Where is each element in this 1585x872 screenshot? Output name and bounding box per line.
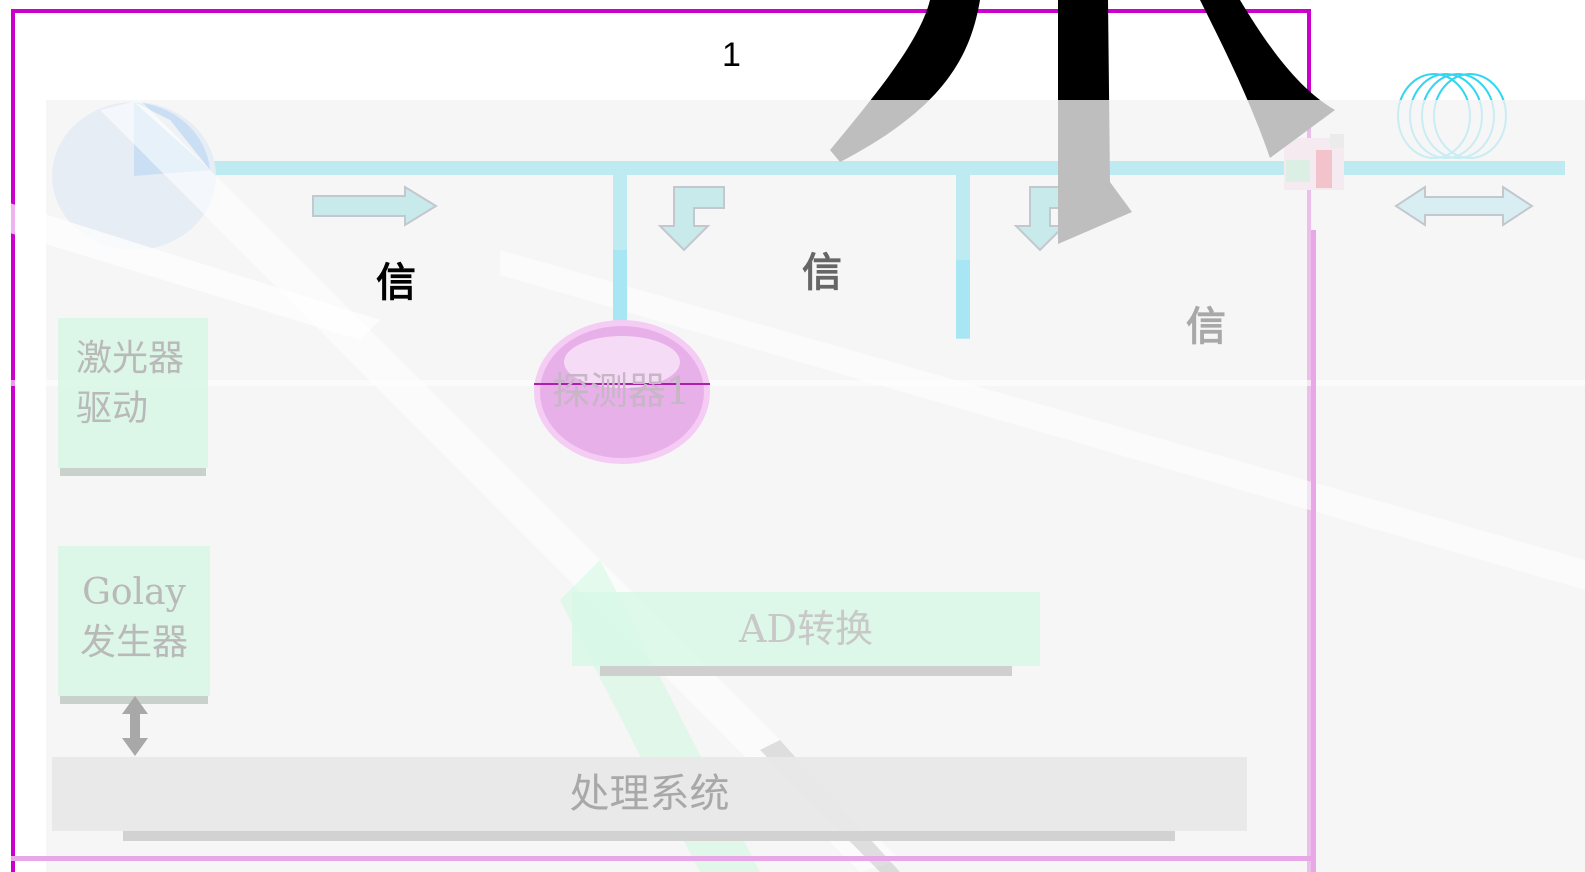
laser-driver-label-line1: 激光器 xyxy=(76,338,185,379)
golay-generator-box: Golay 发生器 xyxy=(58,546,210,696)
golay-label-line2: 发生器 xyxy=(79,622,188,663)
golay-label-line1: Golay xyxy=(82,572,186,613)
detector-label: 探测器1 xyxy=(552,369,691,413)
laser-driver-label-line2: 驱动 xyxy=(76,388,149,429)
vertical-double-arrow-icon xyxy=(122,696,148,756)
ad-converter-box: AD转换 xyxy=(572,592,1040,666)
detector-icon xyxy=(534,320,710,464)
processing-system-box: 处理系统 xyxy=(52,757,1247,831)
signal-label-2: 信 xyxy=(802,250,842,296)
frame-bottom-faded xyxy=(11,856,1316,861)
page-number: 1 xyxy=(722,36,741,74)
faded-overlay-panel xyxy=(46,100,1585,872)
fiber-branch-2-faded xyxy=(956,260,970,338)
signal-label-3: 信 xyxy=(1186,304,1226,350)
ad-box-shadow xyxy=(600,666,1012,676)
processing-bar-shadow xyxy=(123,831,1175,841)
signal-label-1: 信 xyxy=(376,260,416,306)
fiber-branch-1-faded xyxy=(613,250,627,320)
frame-right-faded xyxy=(1311,230,1316,872)
laser-driver-box: 激光器 驱动 xyxy=(58,318,208,468)
